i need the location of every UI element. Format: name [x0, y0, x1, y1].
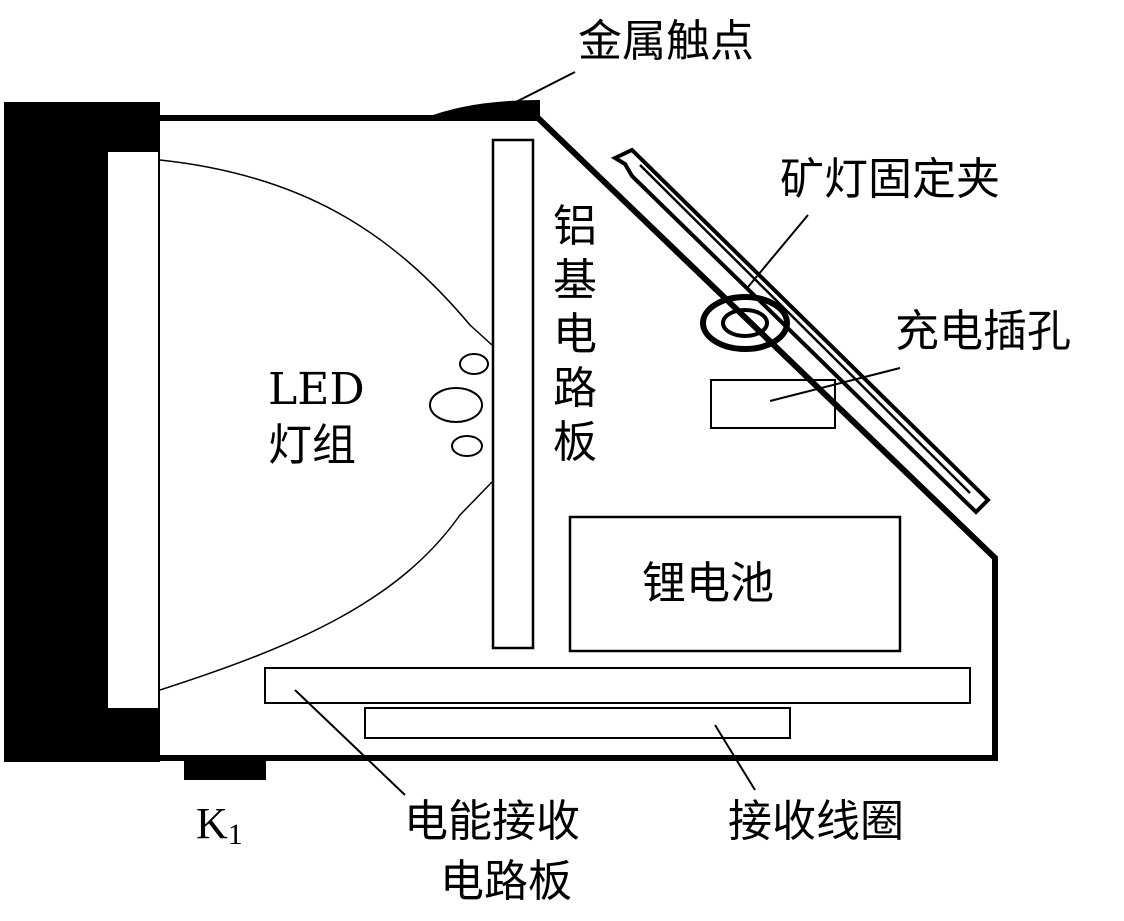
label-metal-contact: 金属触点 — [578, 16, 754, 67]
label-switch-k1: K1 — [196, 802, 243, 850]
led-1 — [459, 353, 489, 375]
lens-window — [108, 152, 158, 708]
label-led-group: 灯组 — [268, 420, 356, 471]
metal-contact-leader — [499, 71, 576, 111]
label-receiver-board-1: 电能接收 — [404, 796, 580, 847]
metal-contact — [425, 100, 540, 118]
housing-outline — [160, 115, 998, 761]
aluminum-pcb-board — [491, 138, 535, 650]
label-receiver-board-2: 电路板 — [440, 856, 572, 907]
clip-ring-inner — [721, 308, 769, 338]
charging-port — [710, 379, 836, 429]
reflector-lower — [159, 481, 493, 691]
led-3 — [451, 435, 483, 457]
led-2 — [429, 387, 483, 423]
lamp-clip — [610, 147, 991, 515]
clip-ring-outer — [700, 294, 790, 352]
label-led: LED — [268, 364, 365, 415]
receiver-coil — [364, 707, 791, 739]
label-receiver-coil: 接收线圈 — [728, 796, 904, 847]
switch-k1-block — [184, 758, 266, 780]
label-battery: 锂电池 — [642, 558, 774, 609]
battery-box — [568, 515, 902, 653]
switch-k-subscript: 1 — [227, 818, 243, 851]
reflector-upper — [159, 159, 493, 346]
charging-port-leader — [769, 367, 901, 402]
switch-k-letter: K — [196, 799, 228, 848]
lamp-clip-inner — [639, 164, 971, 494]
receiver-coil-leader — [714, 724, 756, 791]
label-lamp-clip: 矿灯固定夹 — [780, 154, 1000, 205]
label-charging-port: 充电插孔 — [895, 306, 1071, 357]
lamp-clip-leader — [747, 214, 809, 288]
receiver-board — [264, 667, 971, 704]
label-aluminum-pcb: 铝基电路板 — [553, 201, 597, 468]
receiver-board-leader — [294, 689, 406, 796]
